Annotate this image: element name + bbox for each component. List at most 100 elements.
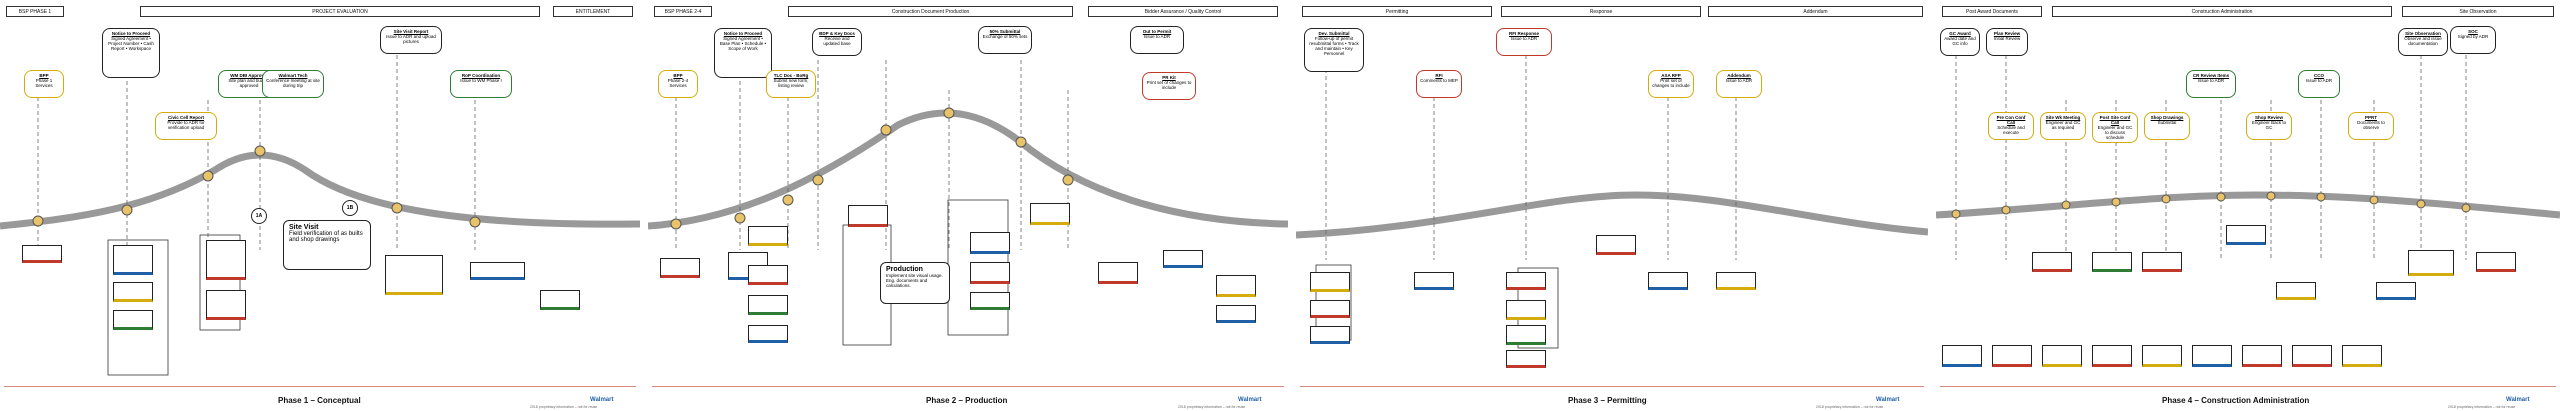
task-card (970, 232, 1010, 254)
task-card (206, 290, 246, 320)
task-card (2092, 252, 2132, 272)
phase-2-header-3: Bidder Assurance / Quality Control (1088, 6, 1278, 17)
phase-2-footer: 2018 proprietary information – not for r… (1178, 405, 1246, 409)
task-card (470, 262, 525, 280)
timeline-wave (648, 60, 1288, 346)
phase-1-footer: 2018 proprietary information – not for r… (530, 405, 598, 409)
walmart-logo: Walmart (590, 397, 614, 403)
phase-4-header-3: Site Observation (2402, 6, 2554, 17)
task-card (1648, 272, 1688, 290)
task-card (1310, 300, 1350, 318)
task-card (2376, 282, 2416, 300)
timeline-wave (0, 55, 640, 376)
walmart-logo: Walmart (2506, 397, 2530, 403)
task-card (1163, 250, 1203, 268)
task-card (748, 295, 788, 315)
task-card (2342, 345, 2382, 367)
task-card (540, 290, 580, 310)
phase-4-header-1: Post Award Documents (1942, 6, 2042, 17)
phase-3-header-3: Addendum (1708, 6, 1923, 17)
task-card (2276, 282, 2316, 300)
phase-3-panel: Permitting Response Addendum Dev. Submit… (1296, 0, 1928, 411)
task-card (2192, 345, 2232, 367)
swimlane-line (1940, 386, 2556, 387)
callout-badge-1b: 1B (342, 200, 358, 216)
task-card (1030, 203, 1070, 225)
phase-2-panel: BSP PHASE 2-4 Construction Document Prod… (648, 0, 1288, 411)
task-card (2032, 252, 2072, 272)
phase-2-title: Phase 2 – Production (926, 396, 1008, 405)
task-card (1506, 300, 1546, 320)
phase-3-footer: 2018 proprietary information – not for r… (1816, 405, 1884, 409)
walmart-logo: Walmart (1876, 397, 1900, 403)
phase-4-footer: 2018 proprietary information – not for r… (2448, 405, 2516, 409)
phase-2-header-2: Construction Document Production (788, 6, 1073, 17)
task-card (22, 245, 62, 263)
swimlane-line (4, 386, 636, 387)
task-card (1216, 275, 1256, 297)
swimlane-line (1300, 386, 1924, 387)
task-card (2142, 252, 2182, 272)
phase-3-header-1: Permitting (1302, 6, 1492, 17)
callout-badge-1a: 1A (251, 208, 267, 224)
task-card (1216, 305, 1256, 323)
task-card (970, 292, 1010, 310)
task-card (1716, 272, 1756, 290)
phase-4-header-2: Construction Administration (2052, 6, 2392, 17)
phase-2-header-1: BSP PHASE 2-4 (654, 6, 712, 17)
phase-1-header-1: BSP PHASE 1 (6, 6, 64, 17)
phase-3-header-2: Response (1501, 6, 1701, 17)
timeline-wave (1936, 55, 2560, 260)
task-card (113, 245, 153, 275)
task-card (970, 262, 1010, 284)
task-card (1506, 272, 1546, 290)
task-card (2476, 252, 2516, 272)
task-card (748, 325, 788, 343)
task-card (113, 310, 153, 330)
task-card (113, 282, 153, 302)
task-card (2408, 250, 2454, 276)
phase-4-panel: Post Award Documents Construction Admini… (1936, 0, 2560, 411)
phase-4-title: Phase 4 – Construction Administration (2162, 396, 2310, 405)
task-card (848, 205, 888, 227)
task-card (385, 255, 443, 295)
task-card (1596, 235, 1636, 255)
task-card (1506, 325, 1546, 345)
task-card (2142, 345, 2182, 367)
swimlane-line (652, 386, 1284, 387)
task-card (1098, 262, 1138, 284)
timeline-wave (1296, 55, 1928, 349)
phase-1-header-2: PROJECT EVALUATION (140, 6, 540, 17)
task-card (660, 258, 700, 278)
phase-1-panel: BSP PHASE 1 PROJECT EVALUATION ENTITLEME… (0, 0, 640, 411)
task-card (1506, 350, 1546, 368)
task-card (2292, 345, 2332, 367)
phase-1-title: Phase 1 – Conceptual (278, 396, 361, 405)
task-card (2092, 345, 2132, 367)
